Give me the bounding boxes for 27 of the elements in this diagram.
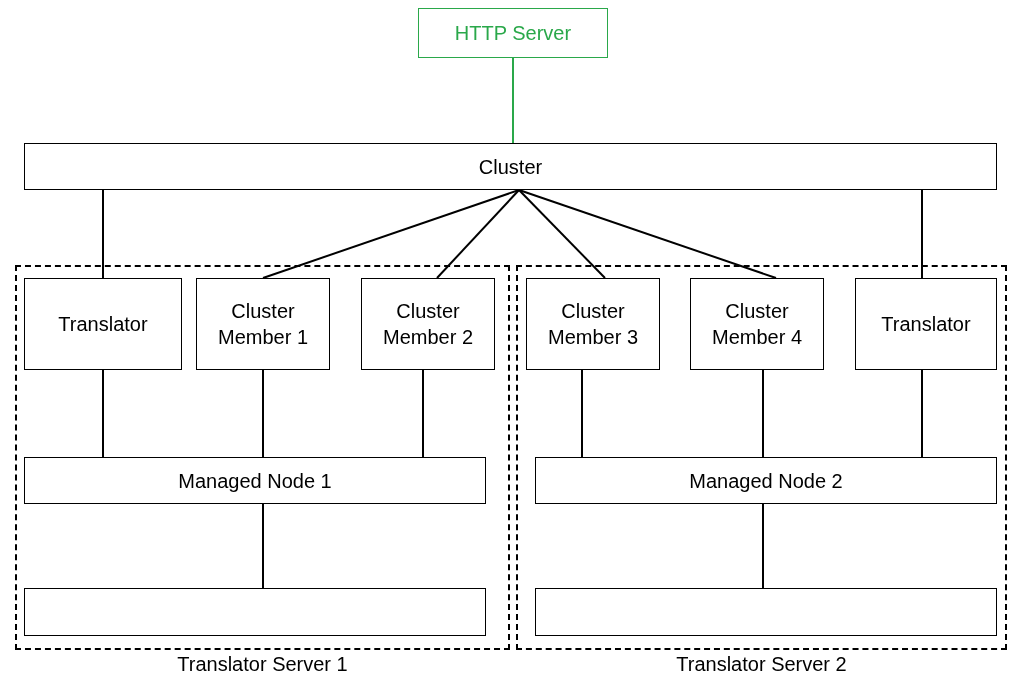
- component-box: Managed Node 1: [24, 457, 486, 504]
- cluster-bar: Cluster: [24, 143, 997, 190]
- connector-line: [422, 369, 424, 458]
- connector-line: [102, 189, 104, 279]
- connector-line: [581, 369, 583, 458]
- component-box: Cluster Member 4: [690, 278, 824, 370]
- component-box: Translator: [855, 278, 997, 370]
- group-label: Translator Server 1: [176, 652, 349, 676]
- connector-line: [436, 189, 520, 279]
- connector-line: [262, 369, 264, 458]
- server-box: HTTP Server: [418, 8, 608, 58]
- connector-line: [512, 57, 514, 144]
- connector-line: [762, 503, 764, 589]
- component-box: Cluster Member 3: [526, 278, 660, 370]
- component-box: Cluster Member 1: [196, 278, 330, 370]
- component-box: Cluster Member 2: [361, 278, 495, 370]
- component-box: Translator: [24, 278, 182, 370]
- connector-line: [518, 189, 606, 279]
- connector-line: [921, 369, 923, 458]
- component-box: Managed Node 2: [535, 457, 997, 504]
- empty-box: [535, 588, 997, 636]
- connector-line: [262, 503, 264, 589]
- group-label: Translator Server 2: [675, 652, 848, 676]
- empty-box: [24, 588, 486, 636]
- connector-line: [102, 369, 104, 458]
- connector-line: [921, 189, 923, 279]
- connector-line: [762, 369, 764, 458]
